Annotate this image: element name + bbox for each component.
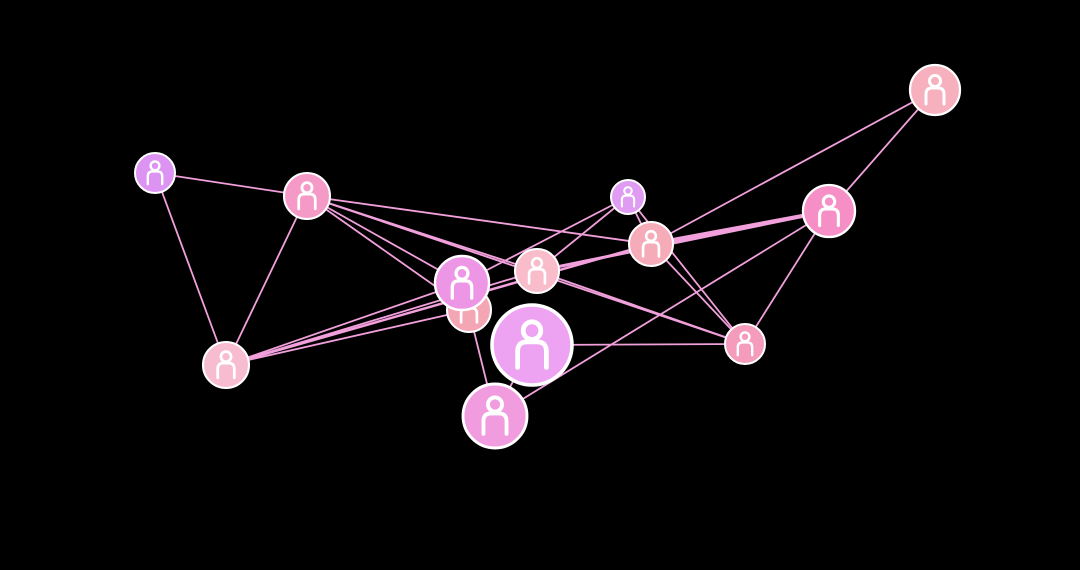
person-icon [481, 395, 509, 436]
edge-11-9 [225, 309, 470, 366]
edge-4-12 [627, 196, 746, 345]
person-node-1[interactable] [134, 152, 176, 194]
person-icon [527, 256, 547, 285]
person-icon [620, 186, 636, 208]
person-node-11[interactable] [201, 340, 251, 390]
node-circle [201, 340, 251, 390]
edge-7-12 [536, 270, 746, 345]
person-icon [736, 331, 754, 357]
person-node-3[interactable] [908, 63, 962, 117]
person-node-8[interactable] [433, 254, 491, 312]
edge-1-2 [154, 172, 308, 197]
person-icon [216, 350, 236, 380]
person-icon [146, 160, 164, 186]
node-circle [801, 183, 857, 239]
node-circle [628, 221, 674, 267]
edge-2-11 [225, 195, 308, 366]
edge-11-8 [225, 282, 463, 366]
edge-2-6 [306, 195, 652, 245]
person-icon [297, 181, 317, 211]
node-circle [514, 248, 560, 294]
person-icon [450, 265, 474, 300]
person-node-4[interactable] [610, 179, 646, 215]
edge-7-5 [536, 209, 830, 273]
node-circle [908, 63, 962, 117]
node-circle [610, 179, 646, 215]
nodes [134, 63, 962, 450]
edge-11-6 [225, 242, 652, 367]
person-icon [515, 319, 549, 370]
person-icon [924, 74, 946, 106]
node-circle [282, 171, 332, 221]
edge-4-8 [461, 196, 629, 284]
person-node-5[interactable] [801, 183, 857, 239]
edges [154, 89, 936, 417]
person-node-13[interactable] [461, 382, 529, 450]
person-icon [641, 229, 661, 258]
person-node-7[interactable] [514, 248, 560, 294]
node-circle [134, 152, 176, 194]
person-node-2[interactable] [282, 171, 332, 221]
person-node-12[interactable] [724, 323, 766, 365]
person-icon [818, 194, 840, 228]
node-circle [433, 254, 491, 312]
person-node-6[interactable] [628, 221, 674, 267]
person-node-10[interactable] [490, 303, 574, 387]
edge-6-3 [650, 89, 936, 245]
edge-1-11 [154, 172, 227, 366]
node-circle [724, 323, 766, 365]
edge-2-8 [306, 195, 463, 284]
node-circle [461, 382, 529, 450]
node-circle [490, 303, 574, 387]
